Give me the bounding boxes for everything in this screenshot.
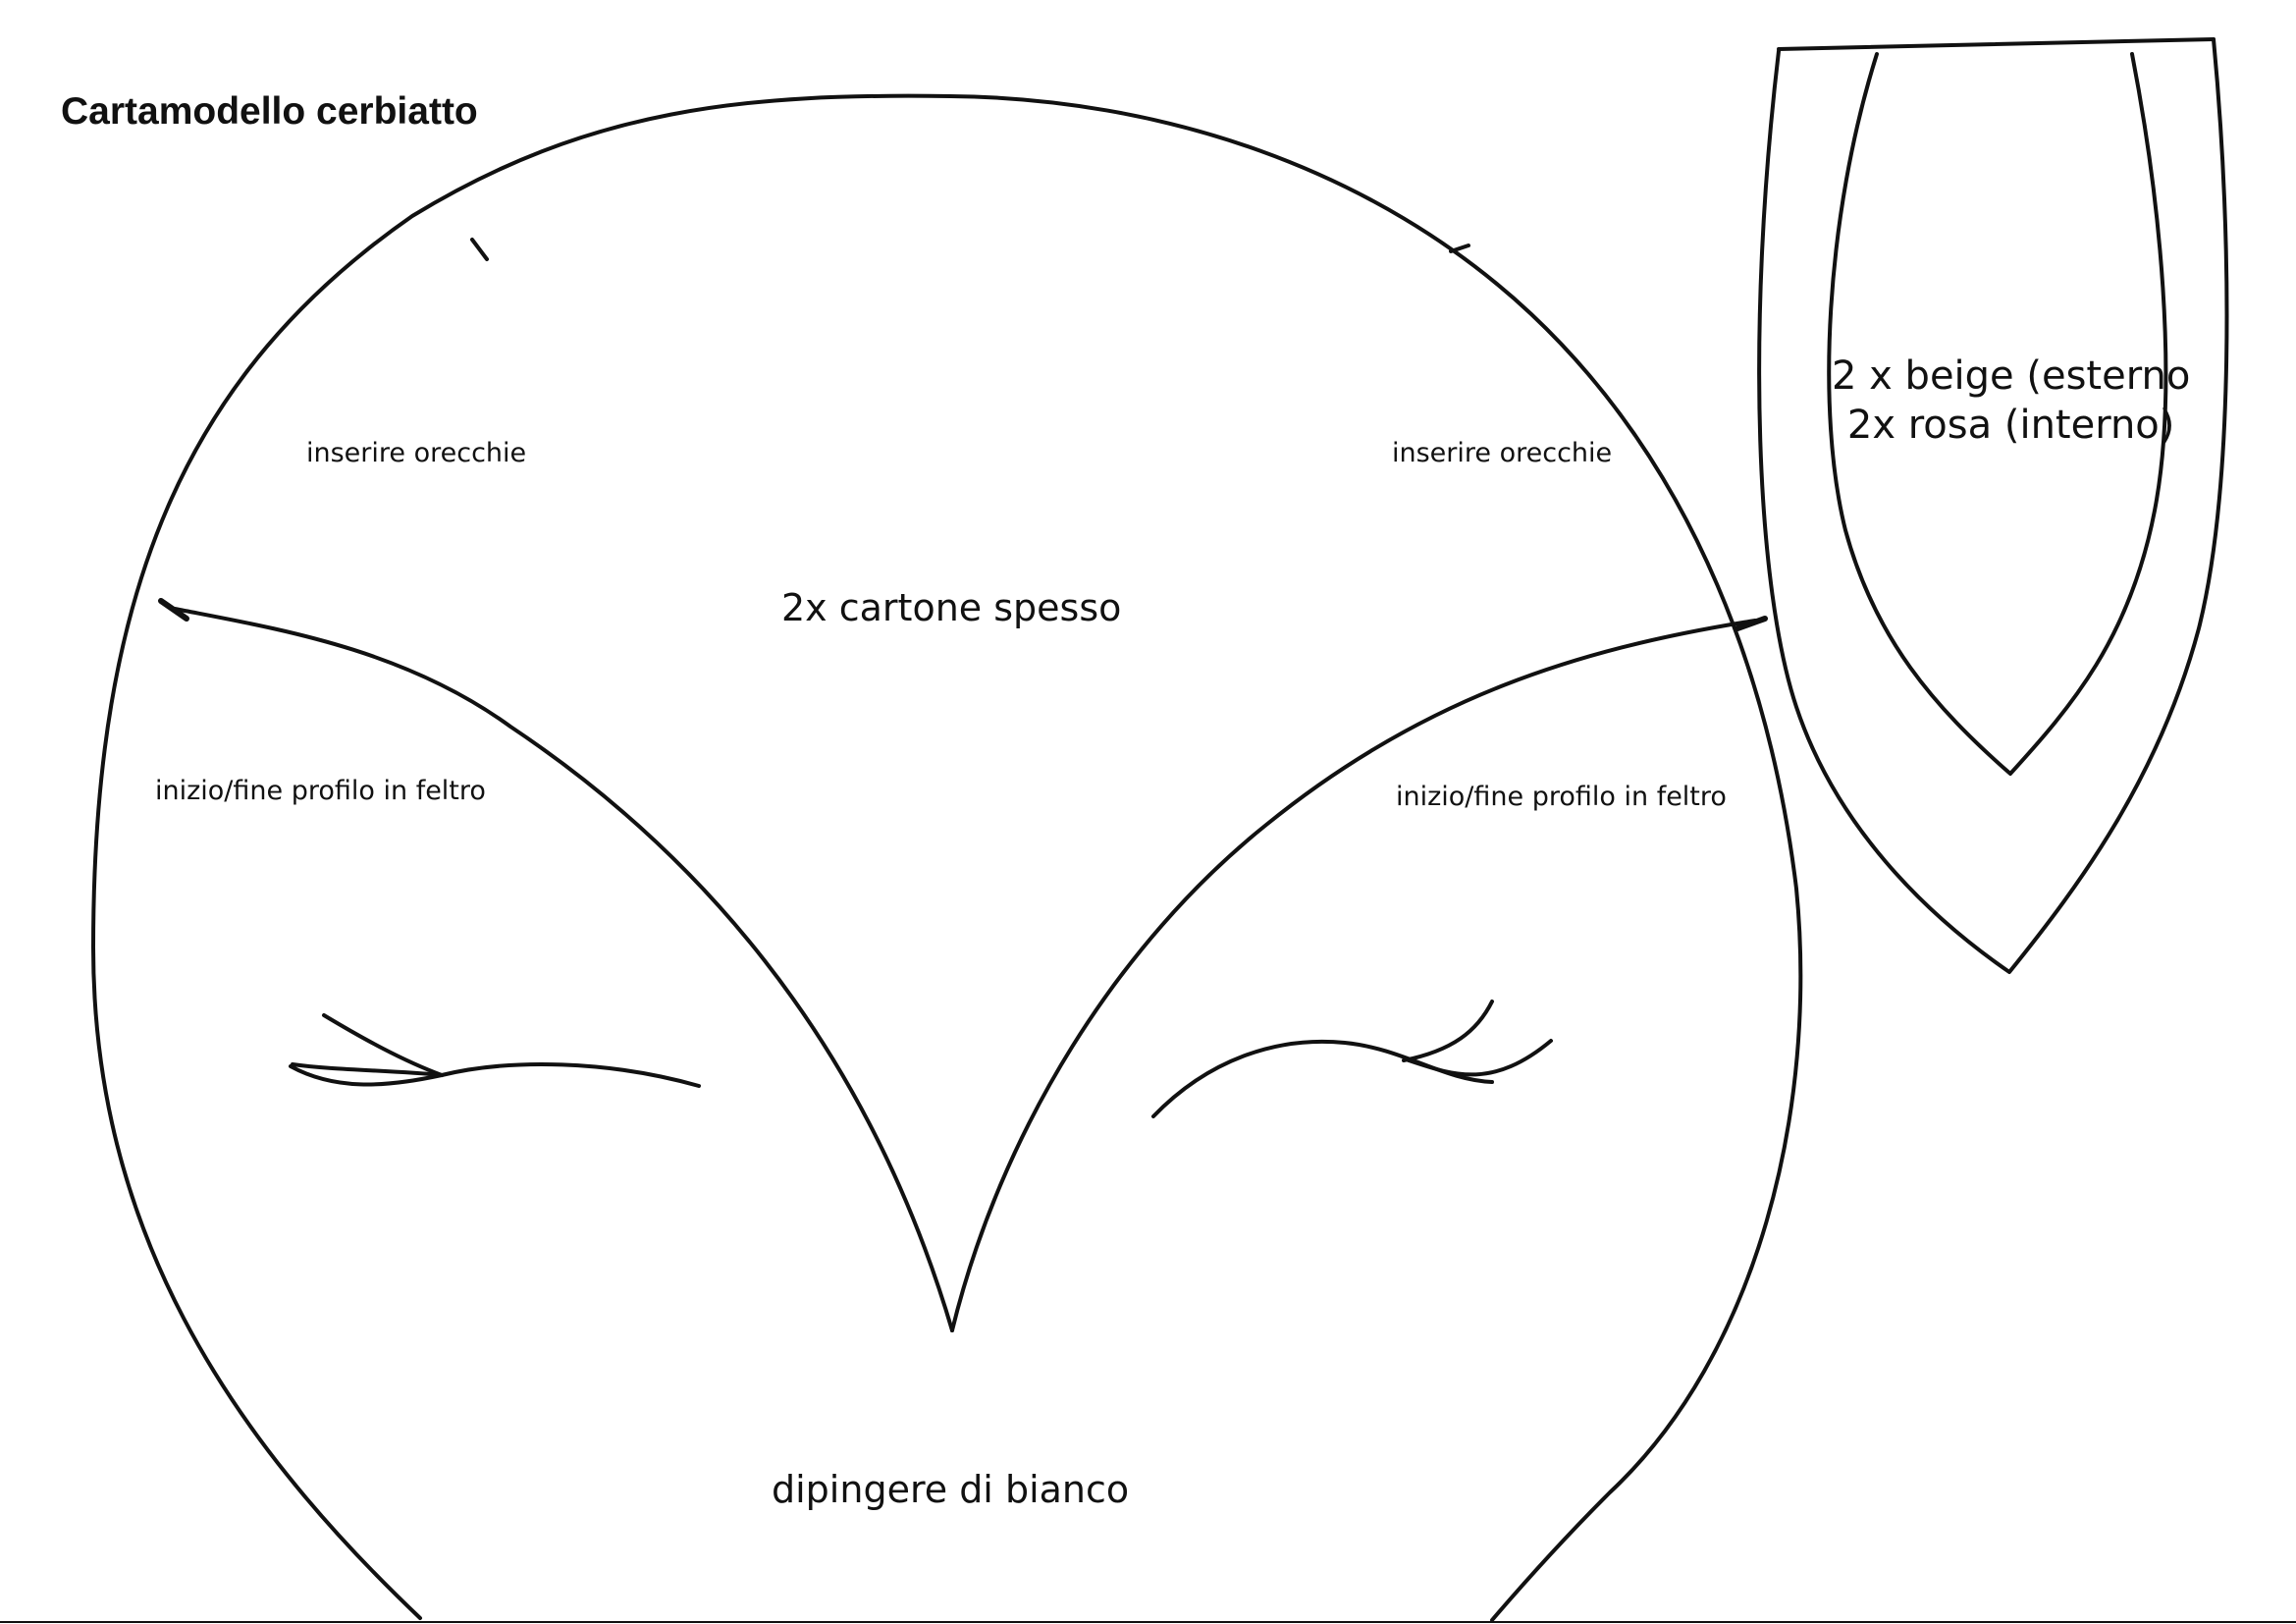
right-eyelash-1 — [1402, 1000, 1494, 1062]
pattern-title: Cartamodello cerbiatto — [61, 90, 478, 133]
felt-profile-label-right: inizio/fine profilo in feltro — [1396, 782, 1727, 812]
notch-left — [158, 598, 189, 622]
left-eyelash-2 — [291, 1062, 444, 1077]
head-outline — [91, 93, 1803, 1622]
ear-outer-label: 2 x beige (esterno — [1832, 353, 2191, 399]
ear-top-edge — [1777, 37, 2216, 51]
insert-ears-label-right: inserire orecchie — [1392, 438, 1613, 468]
left-eye — [289, 1062, 701, 1088]
face-mask-right — [950, 619, 1757, 1332]
notch-top-left — [470, 238, 489, 261]
ear-inner-label: 2x rosa (interno) — [1846, 403, 2175, 448]
ear-outer — [1757, 37, 2229, 974]
ear-material-label: 2 x beige (esterno 2x rosa (interno) — [1832, 352, 2190, 450]
insert-ears-label-left: inserire orecchie — [306, 438, 527, 468]
right-eye — [1151, 1039, 1494, 1118]
left-eyelash-1 — [322, 1013, 444, 1077]
paint-white-label: dipingere di bianco — [772, 1468, 1130, 1511]
cardboard-label: 2x cartone spesso — [781, 586, 1122, 629]
felt-profile-label-left: inizio/fine profilo in feltro — [155, 776, 486, 806]
notch-right — [1735, 616, 1768, 631]
face-mask-left — [173, 607, 954, 1332]
ear-inner — [1827, 52, 2168, 776]
right-eyelash-2 — [1407, 1039, 1553, 1077]
notch-top-right — [1449, 244, 1470, 253]
